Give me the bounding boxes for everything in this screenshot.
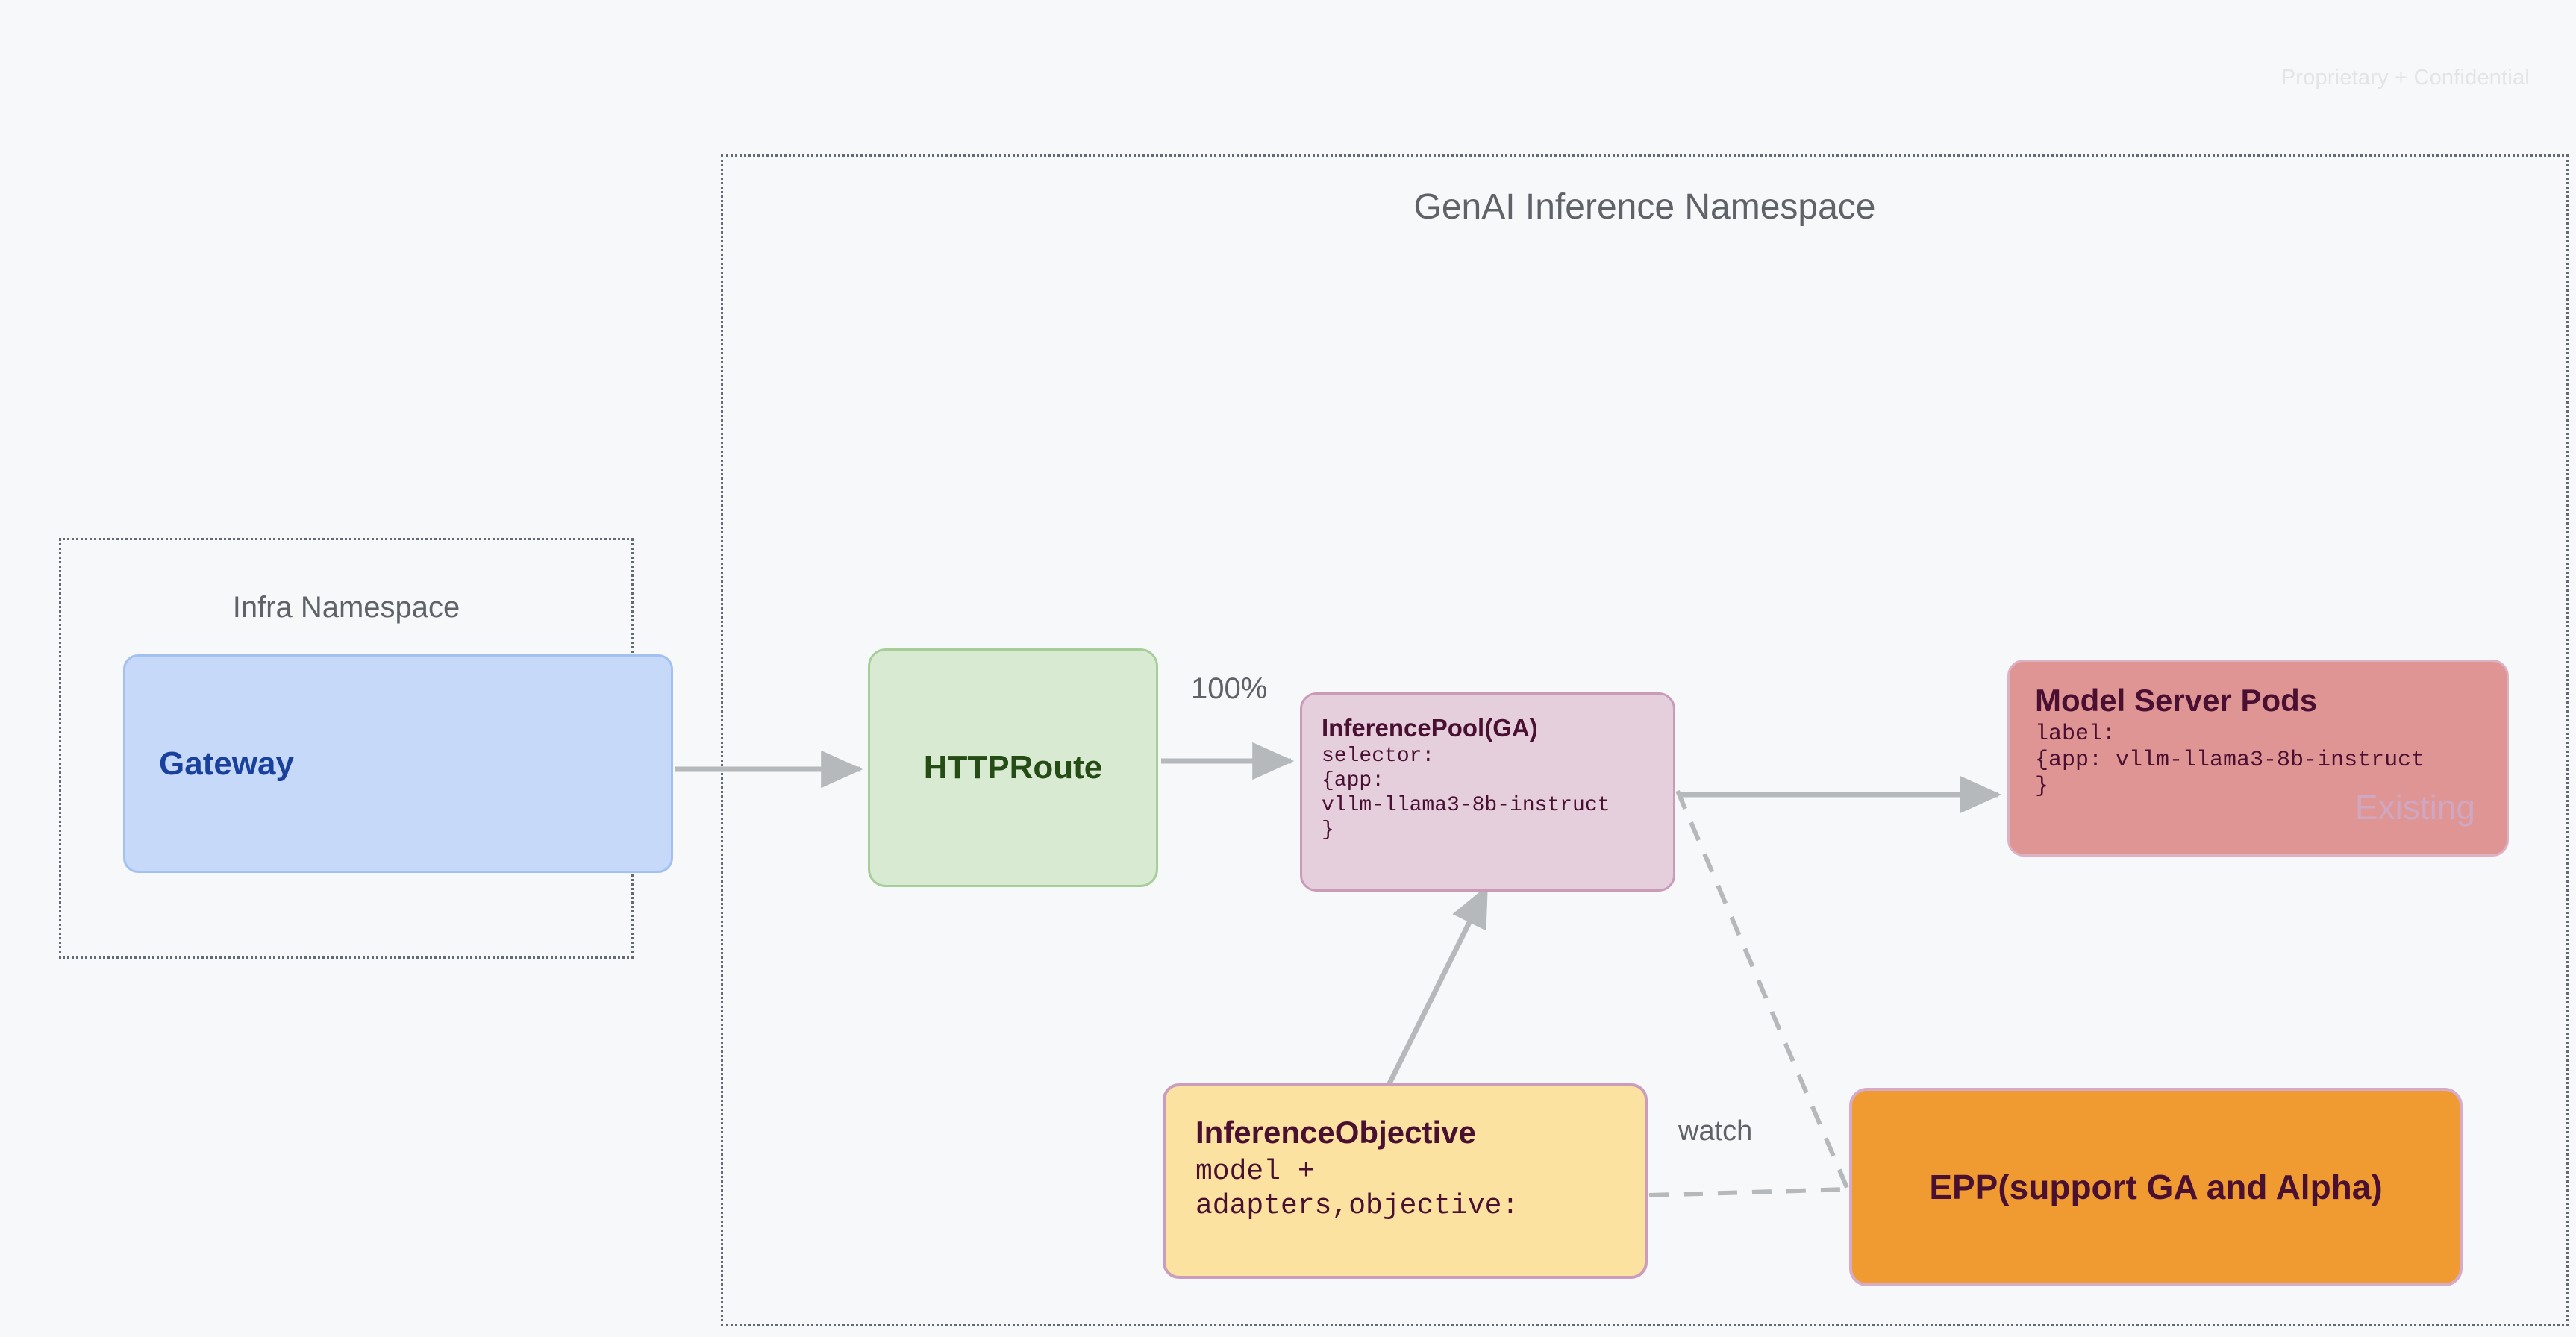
node-model-server-pods[interactable]: Model Server Pods label: {app: vllm-llam…	[2007, 660, 2509, 857]
proprietary-watermark: Proprietary + Confidential	[2280, 66, 2530, 90]
existing-badge: Existing	[2354, 788, 2475, 827]
node-epp[interactable]: EPP(support GA and Alpha)	[1849, 1088, 2463, 1286]
node-gateway[interactable]: Gateway	[123, 654, 673, 873]
edge-label-percent: 100%	[1191, 672, 1268, 705]
node-inference-pool[interactable]: InferencePool(GA) selector: {app: vllm-l…	[1300, 692, 1675, 892]
model-server-pods-title: Model Server Pods	[2035, 683, 2318, 718]
model-server-pods-body: label: {app: vllm-llama3-8b-instruct }	[2035, 721, 2425, 799]
genai-namespace-title: GenAI Inference Namespace	[1413, 187, 1876, 227]
inference-pool-body: selector: {app: vllm-llama3-8b-instruct …	[1322, 745, 1610, 842]
node-inference-objective[interactable]: InferenceObjective model + adapters,obje…	[1163, 1083, 1648, 1279]
inference-objective-body: model + adapters,objective:	[1195, 1156, 1519, 1223]
gateway-title: Gateway	[159, 745, 294, 782]
inference-pool-title: InferencePool(GA)	[1322, 714, 1538, 742]
node-httproute[interactable]: HTTPRoute	[868, 648, 1158, 887]
genai-namespace-container: GenAI Inference Namespace	[721, 154, 2569, 1326]
edge-label-watch: watch	[1678, 1115, 1753, 1147]
httproute-title: HTTPRoute	[923, 749, 1103, 786]
infra-namespace-title: Infra Namespace	[232, 591, 460, 624]
epp-title: EPP(support GA and Alpha)	[1929, 1168, 2383, 1206]
inference-objective-title: InferenceObjective	[1195, 1115, 1476, 1150]
